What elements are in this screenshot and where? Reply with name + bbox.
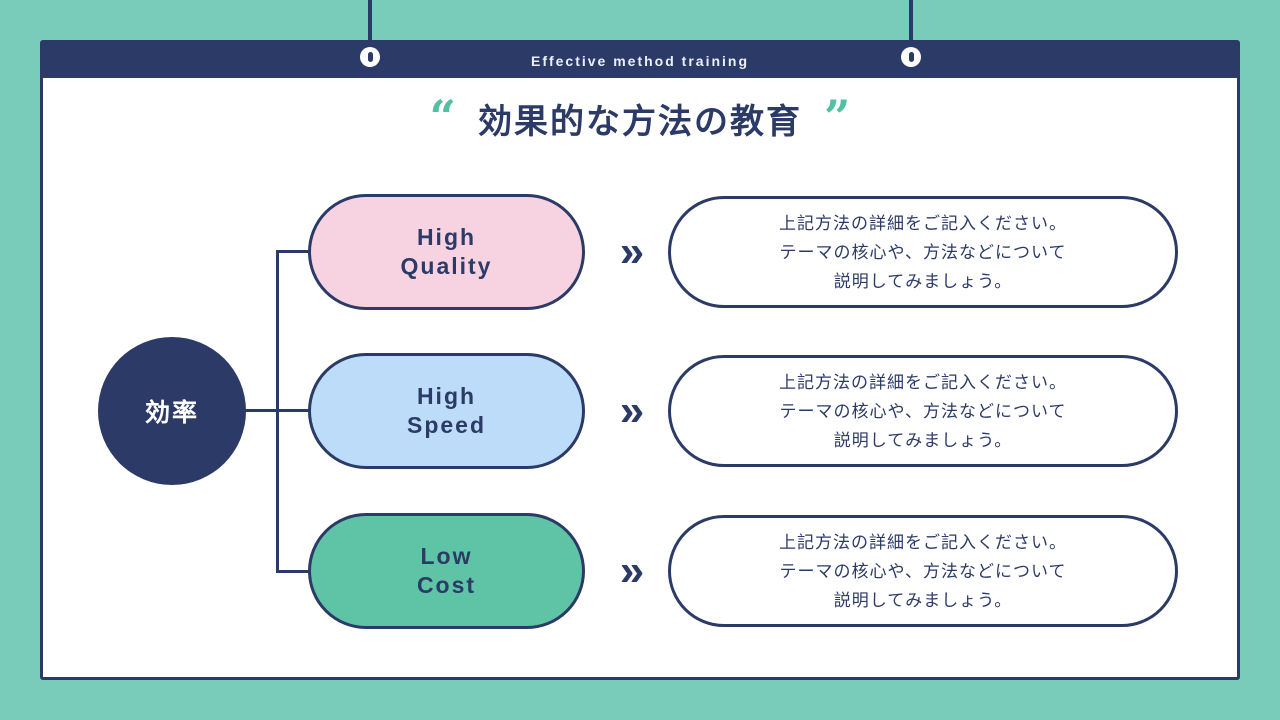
double-chevron-icon: » [619, 546, 644, 595]
connector-branch-middle [276, 409, 310, 412]
description-line: 上記方法の詳細をご記入ください。 [779, 372, 1067, 392]
diagram-row-low-cost: Low Cost » 上記方法の詳細をご記入ください。 テーマの核心や、方法など… [0, 513, 1280, 629]
double-chevron-icon: » [619, 386, 644, 435]
description-line: 説明してみましょう。 [833, 590, 1013, 610]
pin-dot-icon [908, 52, 914, 62]
pill-label-line: High [416, 224, 477, 250]
diagram-row-high-speed: High Speed » 上記方法の詳細をご記入ください。 テーマの核心や、方法… [0, 353, 1280, 469]
description-line: 上記方法の詳細をご記入ください。 [779, 213, 1067, 233]
pill-label-line: Cost [416, 572, 477, 598]
diagram-row-high-quality: High Quality » 上記方法の詳細をご記入ください。 テーマの核心や、… [0, 194, 1280, 310]
pin-line [368, 0, 372, 50]
pin-circle-icon [901, 47, 921, 67]
description-line: 説明してみましょう。 [833, 430, 1013, 450]
page-title: 効果的な方法の教育 [478, 103, 802, 141]
pill-high-quality: High Quality [308, 194, 585, 310]
pill-label-line: High [416, 383, 477, 409]
close-quote-icon: ” [824, 90, 851, 144]
slide-card: Effective method training [40, 40, 1240, 680]
description-line: テーマの核心や、方法などについて [779, 561, 1067, 581]
header-title: Effective method training [530, 52, 750, 69]
hub-circle: 効率 [98, 337, 246, 485]
connector-branch-top [276, 250, 310, 253]
pill-high-speed: High Speed [308, 353, 585, 469]
description-box: 上記方法の詳細をご記入ください。 テーマの核心や、方法などについて 説明してみま… [668, 515, 1178, 627]
open-quote-icon: “ [429, 90, 456, 144]
hub-label: 効率 [144, 399, 199, 427]
pin-dot-icon [367, 52, 373, 62]
description-line: テーマの核心や、方法などについて [779, 242, 1067, 262]
connector-branch-bottom [276, 570, 310, 573]
double-chevron-icon: » [619, 227, 644, 276]
slide-title-row: “ 効果的な方法の教育 ” [0, 90, 1280, 144]
pin-circle-icon [360, 47, 380, 67]
pill-low-cost: Low Cost [308, 513, 585, 629]
pill-label-line: Low [420, 543, 473, 569]
description-line: 上記方法の詳細をご記入ください。 [779, 532, 1067, 552]
description-line: 説明してみましょう。 [833, 271, 1013, 291]
description-box: 上記方法の詳細をご記入ください。 テーマの核心や、方法などについて 説明してみま… [668, 355, 1178, 467]
pill-label-line: Speed [406, 412, 487, 438]
header-bar: Effective method training [43, 43, 1237, 78]
description-line: テーマの核心や、方法などについて [779, 401, 1067, 421]
connector-hub-line [232, 409, 278, 412]
pill-label-line: Quality [400, 253, 493, 279]
description-box: 上記方法の詳細をご記入ください。 テーマの核心や、方法などについて 説明してみま… [668, 196, 1178, 308]
pin-line [909, 0, 913, 50]
